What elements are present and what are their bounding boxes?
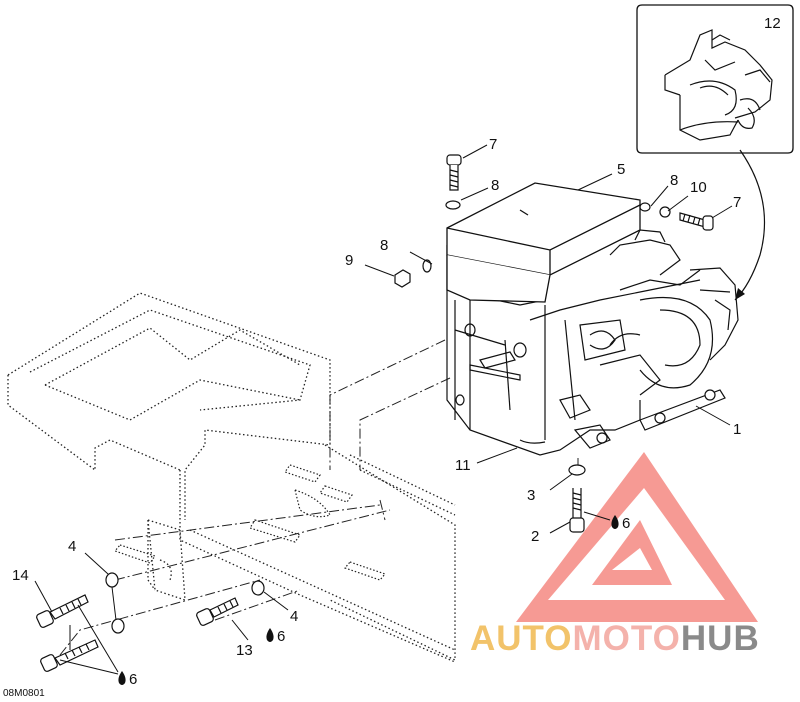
drop-icon-2 [611, 515, 619, 529]
carburetor-arrow-head [735, 288, 745, 300]
callout-14: 14 [12, 567, 29, 584]
leader-lines [34, 144, 733, 675]
callout-10: 10 [690, 179, 707, 196]
callout-9: 9 [345, 252, 353, 269]
callout-12: 12 [764, 15, 781, 32]
carburetor-inset [636, 4, 794, 301]
watermark-text: AUTOMOTOHUB [470, 619, 760, 658]
callout-8-left: 8 [380, 237, 388, 254]
hardware [36, 154, 714, 672]
bolt-2 [569, 488, 585, 533]
engine-assembly [446, 229, 739, 456]
bolt-7-top [446, 154, 462, 191]
adhesive-icons [118, 515, 619, 685]
carburetor-drawing [664, 29, 773, 141]
callout-5: 5 [617, 161, 625, 178]
callout-6-bolt2: 6 [622, 515, 630, 532]
callout-6-bolt14: 6 [129, 671, 137, 688]
watermark-text-auto: AUTO [470, 619, 573, 658]
frame-slots [113, 464, 387, 581]
watermark-triangle-outer [516, 452, 758, 622]
callout-6-bolt13: 6 [277, 628, 285, 645]
carburetor-arrow [734, 149, 766, 301]
callout-4-left: 4 [68, 538, 76, 555]
fuel-tank-cover [446, 182, 641, 303]
lock-washer-10 [659, 206, 671, 218]
callout-8-right: 8 [670, 172, 678, 189]
chassis-frame [7, 292, 456, 663]
engine-mount-bracket [147, 519, 186, 601]
bolt-7-right [679, 212, 714, 231]
bolt-13 [196, 597, 239, 626]
callout-4-right: 4 [290, 608, 298, 625]
nut-9 [394, 269, 411, 288]
callout-3: 3 [527, 487, 535, 504]
watermark-logo [516, 452, 758, 622]
callout-2: 2 [531, 528, 539, 545]
drop-icon-14 [118, 671, 126, 685]
alignment-lines [59, 339, 579, 656]
base-plate [639, 389, 726, 431]
washer-8-top [445, 200, 461, 210]
callout-8-top: 8 [491, 177, 499, 194]
washer-4-right [251, 580, 265, 596]
washer-4-left-lower [111, 618, 125, 634]
washer-8-left [422, 259, 432, 273]
watermark-text-hub: HUB [681, 619, 760, 658]
watermark-text-moto: MOTO [573, 619, 681, 658]
bolt-14-lower [40, 639, 99, 672]
callout-11: 11 [455, 457, 471, 474]
washer-3 [568, 464, 586, 476]
drop-icon-13 [266, 628, 274, 642]
callout-7-top: 7 [489, 136, 497, 153]
callout-1: 1 [733, 421, 741, 438]
washer-8-right [639, 202, 651, 212]
callout-labels: 1 2 3 4 4 5 6 6 6 7 7 8 8 8 9 10 11 12 1… [12, 15, 781, 688]
drawing-reference: 08M0801 [3, 688, 45, 699]
callout-13: 13 [236, 642, 253, 659]
watermark-triangle-inner [592, 520, 672, 585]
bolt-14-upper [36, 594, 89, 628]
callout-7-right: 7 [733, 194, 741, 211]
washer-4-left-upper [105, 572, 119, 588]
